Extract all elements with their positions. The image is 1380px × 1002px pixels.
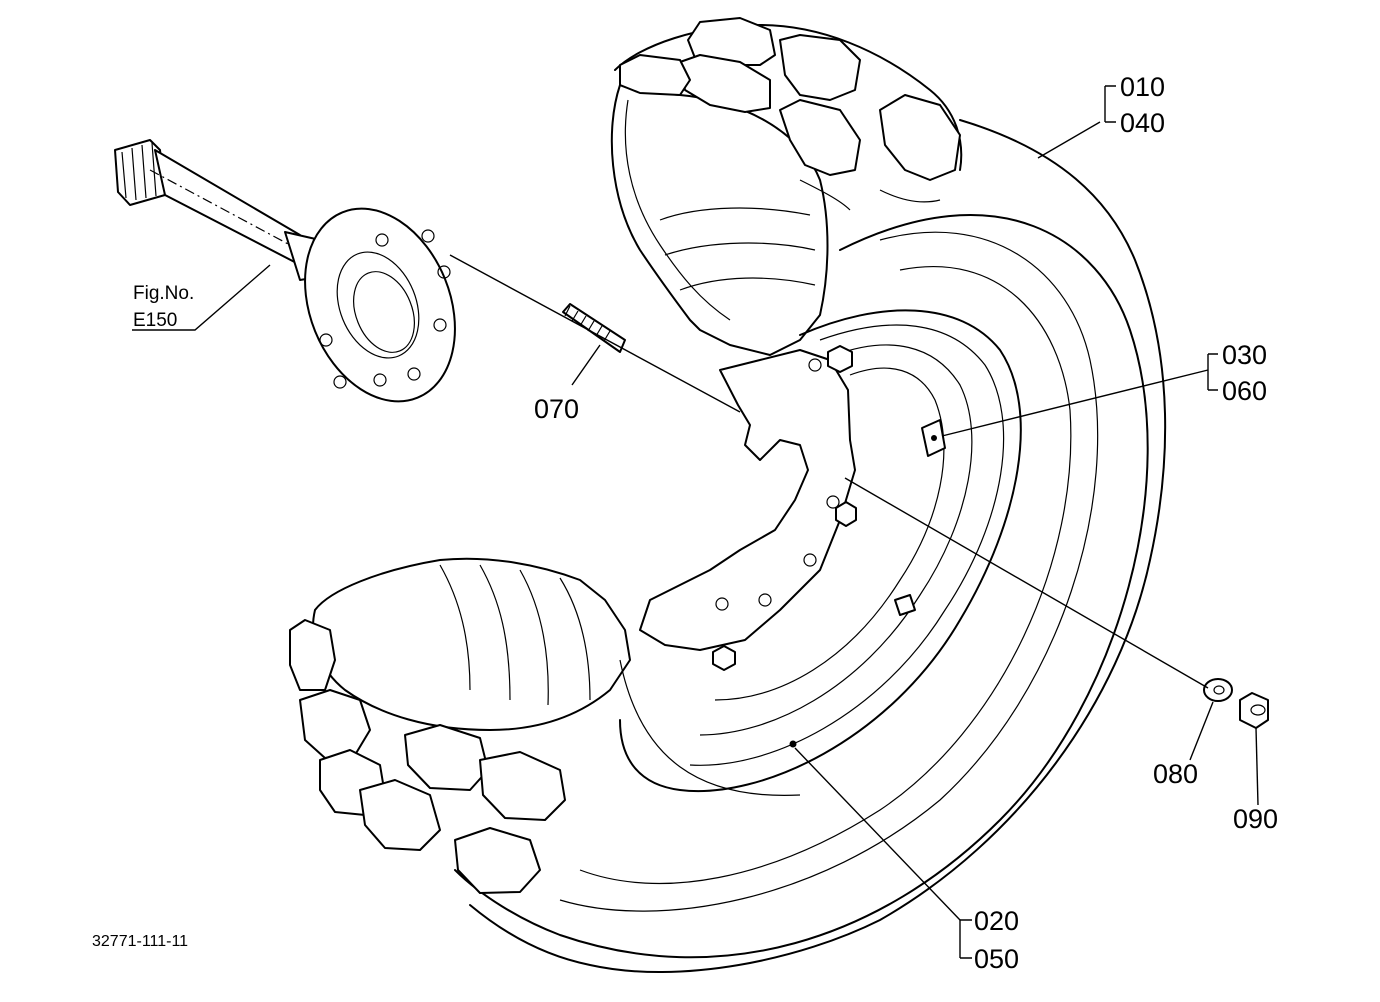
axle-shaft xyxy=(114,139,456,403)
callout-020: 020 xyxy=(974,906,1019,936)
callout-090: 090 xyxy=(1233,804,1278,834)
tire-upper-section xyxy=(610,17,963,356)
figure-reference-number: E150 xyxy=(133,310,177,331)
rim-nut-top xyxy=(827,345,853,373)
washer xyxy=(1203,678,1233,702)
drawing-code: 32771-111-11 xyxy=(92,933,188,950)
rim-disc xyxy=(619,309,1022,797)
stud-bolt xyxy=(562,303,626,353)
callout-060: 060 xyxy=(1222,376,1267,406)
callout-080: 080 xyxy=(1153,759,1198,789)
callout-050: 050 xyxy=(974,944,1019,974)
rim-nut-bottom xyxy=(712,645,736,671)
hex-nut xyxy=(1239,692,1269,729)
tire-lower-section xyxy=(289,557,631,894)
callout-010: 010 xyxy=(1120,72,1165,102)
valve xyxy=(921,419,946,457)
callout-040: 040 xyxy=(1120,108,1165,138)
tire-body xyxy=(454,119,1167,973)
figure-reference-label: Fig.No. xyxy=(133,283,194,304)
callout-070: 070 xyxy=(534,394,579,424)
rim-nut-right xyxy=(835,501,857,527)
callout-030: 030 xyxy=(1222,340,1267,370)
leader-lines xyxy=(132,85,1259,959)
